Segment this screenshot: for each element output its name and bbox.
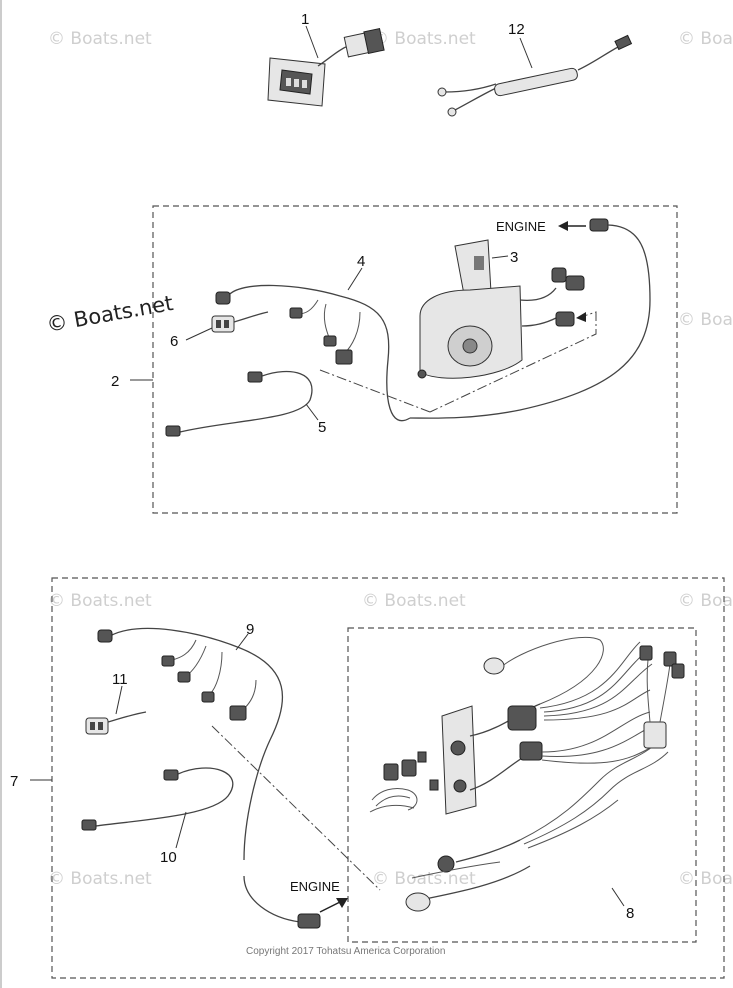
part-5-cord xyxy=(165,370,313,437)
part-12-lead-wire xyxy=(437,34,633,117)
callout-6: 6 xyxy=(170,333,178,350)
part-11-connector xyxy=(85,711,147,735)
watermark-group: © Boats.net © Boats.net © Boats.net © Bo… xyxy=(48,29,733,889)
leader-line xyxy=(519,37,533,69)
watermark-text: © Boats.net xyxy=(678,591,733,611)
part-4-main-harness xyxy=(215,284,411,422)
leader-line xyxy=(115,685,123,715)
part-6-connector xyxy=(211,311,269,333)
watermark-text: © Boats.net xyxy=(48,869,152,889)
callout-4: 4 xyxy=(357,253,365,270)
assembly-8-box xyxy=(347,627,697,943)
assembly-7-box xyxy=(51,577,725,979)
watermark-text: © Boats.net xyxy=(678,29,733,49)
assembly-2-box xyxy=(152,205,678,514)
arrow-left-icon xyxy=(558,221,586,231)
part-9-main-harness xyxy=(97,627,321,929)
watermark-text: © Boats.net xyxy=(372,869,476,889)
watermark-text: © Boats.net xyxy=(48,29,152,49)
leader-line xyxy=(305,403,319,421)
leader-line xyxy=(347,267,363,291)
callout-11: 11 xyxy=(112,671,128,688)
leader-line xyxy=(235,633,249,651)
part-8-panel-kit xyxy=(369,636,685,912)
part-3-remote-control xyxy=(417,239,585,379)
engine-label: ENGINE xyxy=(290,879,340,894)
callout-1: 1 xyxy=(301,11,309,28)
callout-8: 8 xyxy=(626,905,634,922)
engine-label: ENGINE xyxy=(496,219,546,234)
dash-leader xyxy=(211,725,381,891)
watermark-text-prominent: © Boats.net xyxy=(45,291,175,337)
watermark-text: © Boats.net xyxy=(372,29,476,49)
part-1-switch-panel xyxy=(267,27,385,107)
connector xyxy=(589,218,609,232)
dash-leader xyxy=(429,311,597,413)
watermark-text: © Boats.net xyxy=(678,869,733,889)
callout-3: 3 xyxy=(510,249,518,266)
watermark-text: © Boats.net xyxy=(678,310,733,330)
leader-line xyxy=(611,887,625,907)
main-cable xyxy=(409,224,651,419)
copyright-text: Copyright 2017 Tohatsu America Corporati… xyxy=(246,946,445,957)
leader-line xyxy=(185,327,213,341)
arrow-left-icon xyxy=(576,312,586,322)
leader-line xyxy=(305,25,319,59)
watermark-text: © Boats.net xyxy=(48,591,152,611)
leader-line xyxy=(175,811,187,849)
callout-7: 7 xyxy=(10,773,18,790)
callout-9: 9 xyxy=(246,621,254,638)
callout-12: 12 xyxy=(508,21,525,38)
callout-5: 5 xyxy=(318,419,326,436)
watermark-text: © Boats.net xyxy=(362,591,466,611)
callout-10: 10 xyxy=(160,849,177,866)
dash-leader xyxy=(319,369,431,413)
leader-line xyxy=(491,255,509,259)
part-10-cord xyxy=(81,767,234,831)
callout-2: 2 xyxy=(111,373,119,390)
arrow-down-right-icon xyxy=(319,898,348,913)
